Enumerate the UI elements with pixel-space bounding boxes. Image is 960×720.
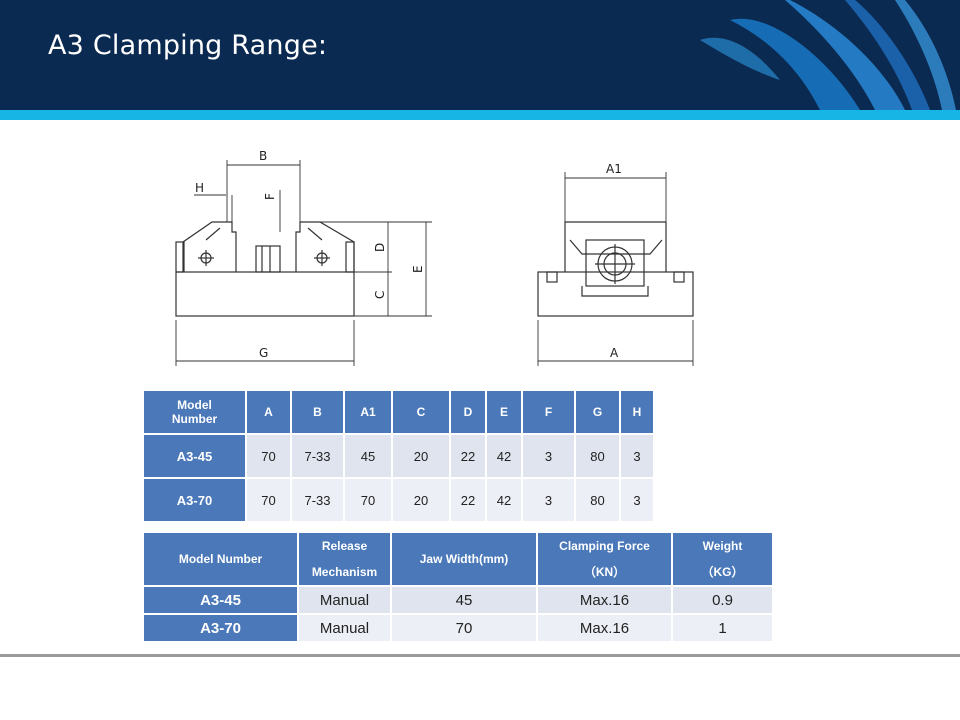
header-a1: A1	[345, 391, 391, 433]
model-cell: A3-45	[144, 587, 297, 613]
table-cell: 3	[621, 479, 653, 521]
table-cell: 70	[247, 435, 290, 477]
table-cell: 42	[487, 435, 521, 477]
dimension-label-b: B	[259, 149, 267, 163]
table-cell: 7-33	[292, 435, 343, 477]
front-view-dimensions	[175, 160, 432, 366]
table-cell: 3	[621, 435, 653, 477]
table-cell: 80	[576, 479, 619, 521]
model-cell: A3-70	[144, 615, 297, 641]
header-release-mechanism: Release Mechanism	[299, 533, 390, 585]
dimension-label-h: H	[195, 181, 204, 195]
dimension-label-c: C	[373, 291, 387, 299]
table-cell: Manual	[299, 587, 390, 613]
table-cell: 42	[487, 479, 521, 521]
dimension-label-g: G	[259, 346, 268, 360]
table-cell: Max.16	[538, 615, 671, 641]
header-d: D	[451, 391, 485, 433]
table-row: A3-70 70 7-33 70 20 22 42 3 80 3	[144, 479, 653, 521]
dimension-label-a1: A1	[606, 162, 622, 176]
dimension-label-a: A	[610, 346, 619, 360]
specifications-table-header-row: Model Number Release Mechanism Jaw Width…	[144, 533, 772, 585]
decorative-swoosh-graphic	[700, 0, 956, 110]
dimension-label-d: D	[373, 243, 387, 252]
dimension-label-e: E	[411, 265, 425, 273]
model-cell: A3-45	[144, 435, 245, 477]
table-row: A3-45 70 7-33 45 20 22 42 3 80 3	[144, 435, 653, 477]
table-cell: 20	[393, 479, 449, 521]
technical-drawing: B H F D C E G A1 A	[175, 149, 694, 366]
header-c: C	[393, 391, 449, 433]
table-cell: 0.9	[673, 587, 772, 613]
slide-title: A3 Clamping Range:	[48, 30, 328, 61]
table-cell: 20	[393, 435, 449, 477]
side-view-dimensions	[537, 172, 694, 366]
table-cell: 3	[523, 435, 574, 477]
header-jaw-width: Jaw Width(mm)	[392, 533, 536, 585]
header-weight: Weight （KG）	[673, 533, 772, 585]
header-e: E	[487, 391, 521, 433]
table-cell: Manual	[299, 615, 390, 641]
front-view-drawing	[175, 221, 355, 317]
header-h: H	[621, 391, 653, 433]
table-row: A3-45 Manual 45 Max.16 0.9	[144, 587, 772, 613]
table-cell: 70	[392, 615, 536, 641]
table-cell: 70	[247, 479, 290, 521]
header-g: G	[576, 391, 619, 433]
header-clamping-force: Clamping Force （KN）	[538, 533, 671, 585]
header-f: F	[523, 391, 574, 433]
footer-divider	[0, 654, 960, 657]
side-view-drawing	[537, 221, 694, 317]
table-cell: 45	[345, 435, 391, 477]
header-model-number: Model Number	[144, 533, 297, 585]
table-cell: 70	[345, 479, 391, 521]
header-model-number: Model Number	[144, 391, 245, 433]
table-cell: 3	[523, 479, 574, 521]
slide-header: A3 Clamping Range:	[0, 0, 960, 110]
dimensions-table-header-row: Model Number A B A1 C D E F G H	[144, 391, 653, 433]
table-cell: 80	[576, 435, 619, 477]
header-accent-stripe	[0, 110, 960, 120]
table-cell: 22	[451, 435, 485, 477]
dimension-label-f: F	[263, 193, 277, 200]
specifications-table: Model Number Release Mechanism Jaw Width…	[142, 531, 774, 643]
table-cell: 45	[392, 587, 536, 613]
dimensions-table: Model Number A B A1 C D E F G H A3-45 70…	[142, 389, 655, 523]
header-b: B	[292, 391, 343, 433]
table-cell: 1	[673, 615, 772, 641]
table-cell: 7-33	[292, 479, 343, 521]
table-cell: Max.16	[538, 587, 671, 613]
model-cell: A3-70	[144, 479, 245, 521]
header-a: A	[247, 391, 290, 433]
table-row: A3-70 Manual 70 Max.16 1	[144, 615, 772, 641]
table-cell: 22	[451, 479, 485, 521]
